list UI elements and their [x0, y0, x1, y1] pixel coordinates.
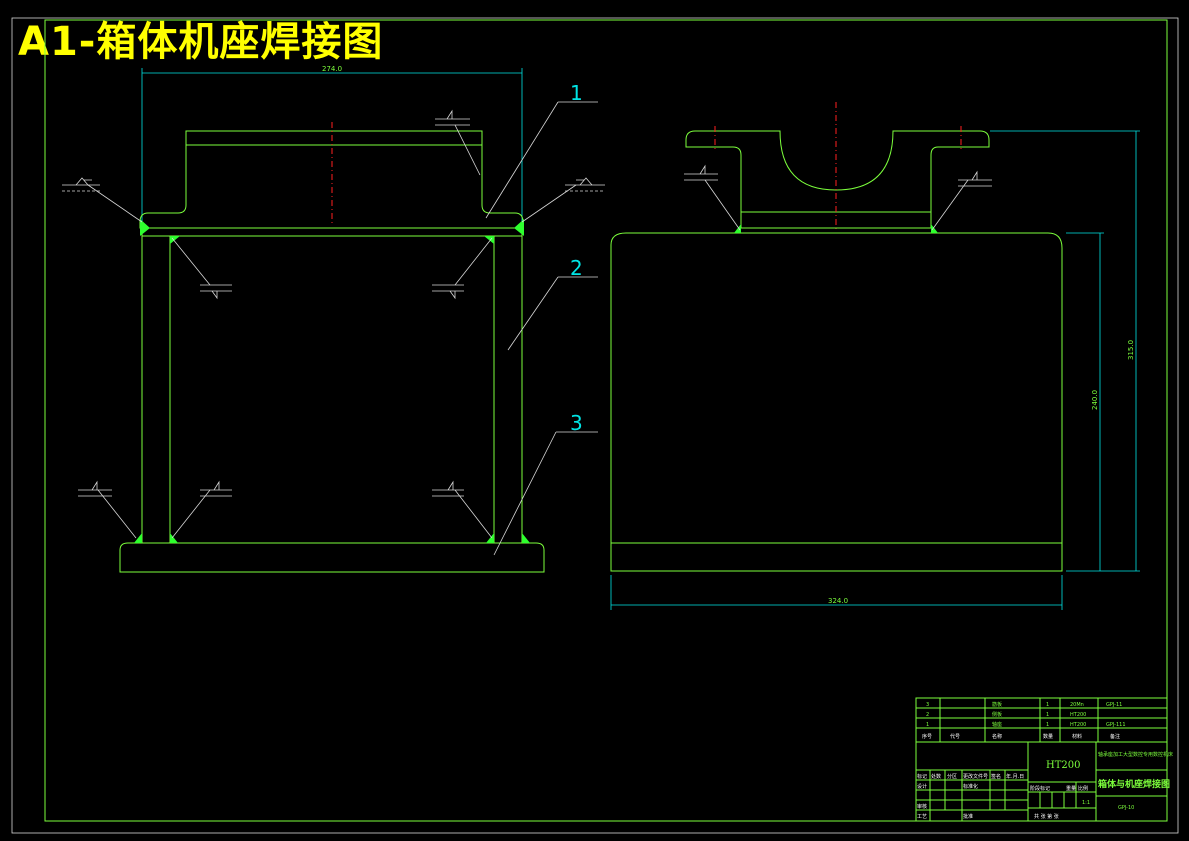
lbl-review: 审核 — [917, 803, 927, 810]
outer-border — [11, 17, 1179, 834]
parts-mat-2: HT200 — [1070, 712, 1086, 718]
drawing-code: GPJ-10 — [1118, 805, 1134, 811]
lbl-process: 工艺 — [917, 814, 927, 820]
lbl-ratio: 比例 — [1078, 785, 1088, 792]
lbl-sheet: 共 张 第 张 — [1034, 813, 1059, 820]
lbl-count: 处数 — [931, 773, 941, 780]
lbl-change-doc: 更改文件号 — [963, 773, 988, 780]
drawing-name: 箱体与机座焊接图 — [1098, 778, 1170, 790]
parts-code-3: GPJ-11 — [1106, 702, 1122, 708]
parts-no-2: 2 — [926, 712, 929, 718]
hdr-no: 序号 — [922, 733, 932, 740]
hdr-note: 备注 — [1110, 733, 1120, 740]
title-block: 3 筋板 1 20Mn GPJ-11 2 侧板 1 HT200 1 轴座 1 H… — [915, 697, 1173, 822]
scale-value: 1:1 — [1082, 800, 1090, 806]
hdr-material: 材料 — [1072, 733, 1082, 740]
side-view: 324.0 240.0 315.0 — [610, 102, 1140, 610]
lbl-approve: 批准 — [963, 813, 973, 820]
lbl-zone: 分区 — [947, 773, 957, 780]
material-text: HT200 — [1046, 760, 1080, 771]
part-label-1: 1 — [570, 81, 583, 105]
dim-height-inner: 240.0 — [1091, 390, 1099, 410]
lbl-weight: 重量 — [1066, 785, 1076, 792]
parts-mat-3: 20Mn — [1070, 702, 1084, 708]
part-label-3: 3 — [570, 411, 583, 435]
parts-no-3: 3 — [926, 702, 929, 708]
dim-height-total: 315.0 — [1127, 340, 1135, 360]
organization-text: 轴承座加工大型数控专用数控机床 — [1098, 751, 1173, 758]
lbl-mark: 标记 — [917, 773, 927, 780]
inner-border — [44, 19, 1168, 822]
dim-top-width: 274.0 — [322, 65, 342, 73]
hdr-name: 名称 — [992, 733, 1002, 740]
lbl-sign: 签名 — [991, 773, 1001, 780]
parts-no-1: 1 — [926, 722, 929, 728]
parts-name-3: 筋板 — [992, 701, 1002, 708]
lbl-standard: 标准化 — [963, 783, 978, 790]
parts-qty-2: 1 — [1046, 712, 1049, 718]
lbl-stage: 阶段标记 — [1030, 785, 1050, 792]
drawing-title: A1-箱体机座焊接图 — [18, 19, 384, 65]
part-label-2: 2 — [570, 256, 583, 280]
parts-qty-1: 1 — [1046, 722, 1049, 728]
parts-name-2: 侧板 — [992, 711, 1002, 718]
front-view: 274.0 — [62, 65, 605, 573]
parts-mat-1: HT200 — [1070, 722, 1086, 728]
hdr-code: 代号 — [950, 733, 960, 740]
parts-qty-3: 1 — [1046, 702, 1049, 708]
parts-name-1: 轴座 — [992, 721, 1002, 728]
lbl-design: 设计 — [917, 783, 927, 790]
dim-right-width: 324.0 — [828, 597, 848, 605]
hdr-qty: 数量 — [1043, 733, 1053, 740]
parts-code-1: GPJ-111 — [1106, 722, 1126, 728]
lbl-date: 年.月.日 — [1006, 773, 1024, 780]
